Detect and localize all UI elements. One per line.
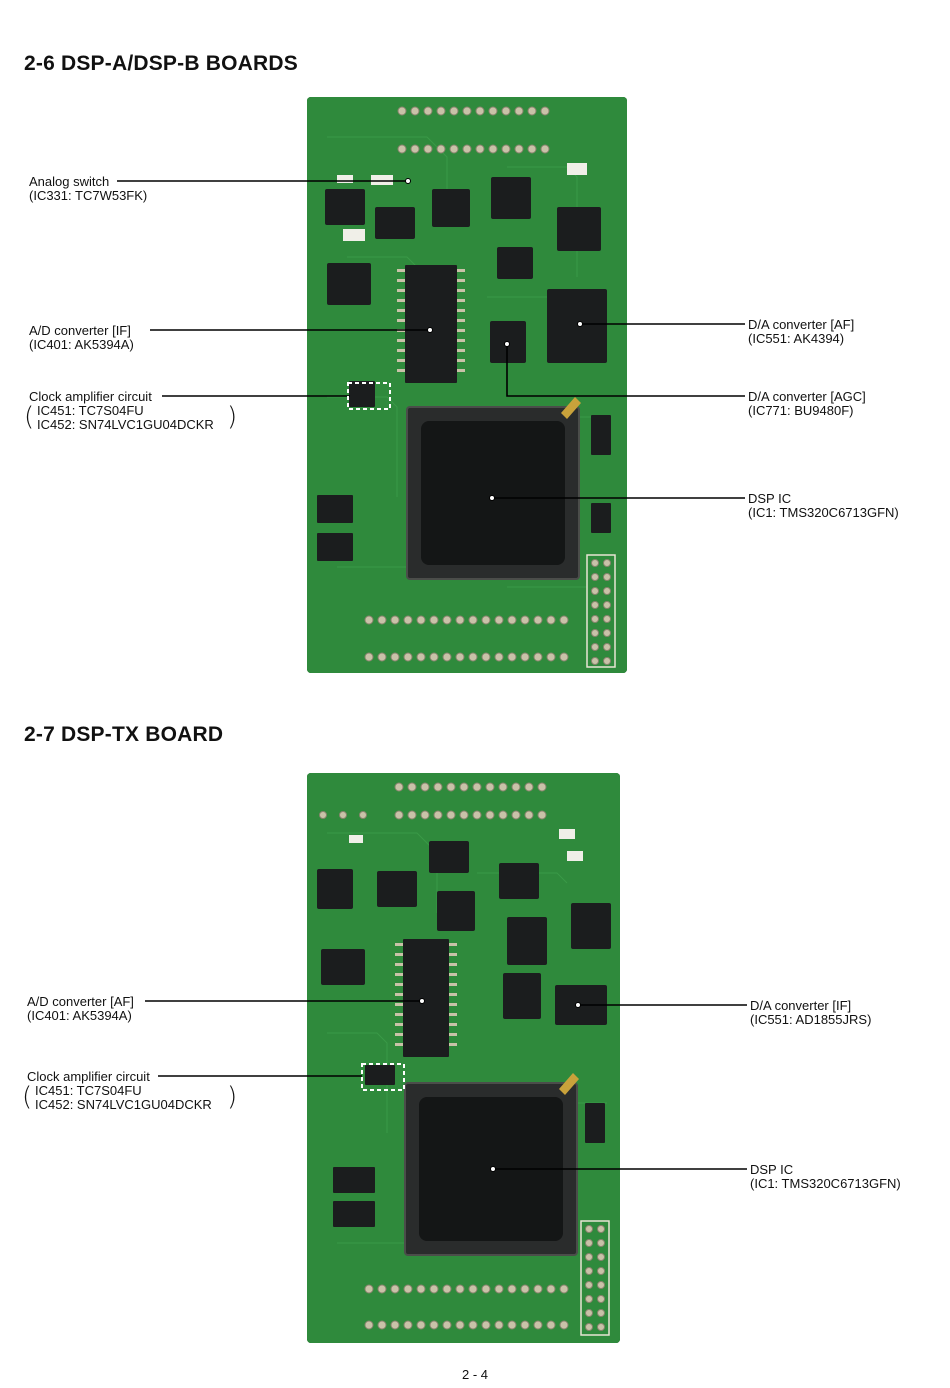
- callout-dsp-ic-tx: DSP IC (IC1: TMS320C6713GFN): [750, 1163, 901, 1191]
- callout-title: Analog switch: [29, 174, 110, 189]
- close-paren: ): [227, 402, 238, 432]
- callout-detail: (IC771: BU9480F): [748, 403, 854, 418]
- callout-detail: (IC551: AK4394): [748, 331, 845, 346]
- callout-title: D/A converter [AGC]: [748, 389, 866, 404]
- callout-ic452: IC452: SN74LVC1GU04DCKR: [35, 1097, 212, 1112]
- callout-clock-amplifier-tx: Clock amplifier circuit IC451: TC7S04FU …: [27, 1070, 212, 1112]
- callout-analog-switch: Analog switch (IC331: TC7W53FK): [29, 175, 147, 203]
- callout-da-converter-af: D/A converter [AF] (IC551: AK4394): [748, 318, 854, 346]
- callout-clock-amplifier: Clock amplifier circuit IC451: TC7S04FU …: [29, 390, 214, 432]
- section-heading-dsp-tx: 2-7 DSP-TX BOARD: [24, 723, 224, 746]
- close-paren: ): [227, 1082, 238, 1112]
- callout-title: A/D converter [AF]: [27, 994, 134, 1009]
- callout-ad-converter-if: A/D converter [IF] (IC401: AK5394A): [29, 324, 134, 352]
- section-heading-dsp-ab: 2-6 DSP-A/DSP-B BOARDS: [24, 52, 298, 75]
- callout-title: Clock amplifier circuit: [29, 389, 152, 404]
- dsp-tx-board-photo: [307, 773, 620, 1343]
- open-paren: (: [24, 402, 35, 432]
- callout-da-converter-if: D/A converter [IF] (IC551: AD1855JRS): [750, 999, 871, 1027]
- callout-ad-converter-af: A/D converter [AF] (IC401: AK5394A): [27, 995, 134, 1023]
- page-number: 2 - 4: [461, 1367, 488, 1382]
- callout-detail: (IC551: AD1855JRS): [750, 1012, 872, 1027]
- callout-title: Clock amplifier circuit: [27, 1069, 150, 1084]
- callout-detail: (IC1: TMS320C6713GFN): [750, 1176, 901, 1191]
- callout-detail: (IC401: AK5394A): [29, 337, 134, 352]
- callout-detail: (IC1: TMS320C6713GFN): [748, 505, 899, 520]
- callout-title: DSP IC: [748, 491, 792, 506]
- callout-ic451: IC451: TC7S04FU: [35, 1083, 142, 1098]
- callout-title: D/A converter [IF]: [750, 998, 852, 1013]
- callout-title: A/D converter [IF]: [29, 323, 131, 338]
- callout-da-converter-agc: D/A converter [AGC] (IC771: BU9480F): [748, 390, 866, 418]
- dsp-ab-board-photo: [307, 97, 627, 673]
- callout-detail: (IC401: AK5394A): [27, 1008, 132, 1023]
- callout-ic451: IC451: TC7S04FU: [37, 403, 144, 418]
- callout-detail: (IC331: TC7W53FK): [29, 188, 148, 203]
- callout-title: DSP IC: [750, 1162, 794, 1177]
- open-paren: (: [22, 1082, 33, 1112]
- callout-dsp-ic: DSP IC (IC1: TMS320C6713GFN): [748, 492, 899, 520]
- callout-title: D/A converter [AF]: [748, 317, 855, 332]
- callout-ic452: IC452: SN74LVC1GU04DCKR: [37, 417, 214, 432]
